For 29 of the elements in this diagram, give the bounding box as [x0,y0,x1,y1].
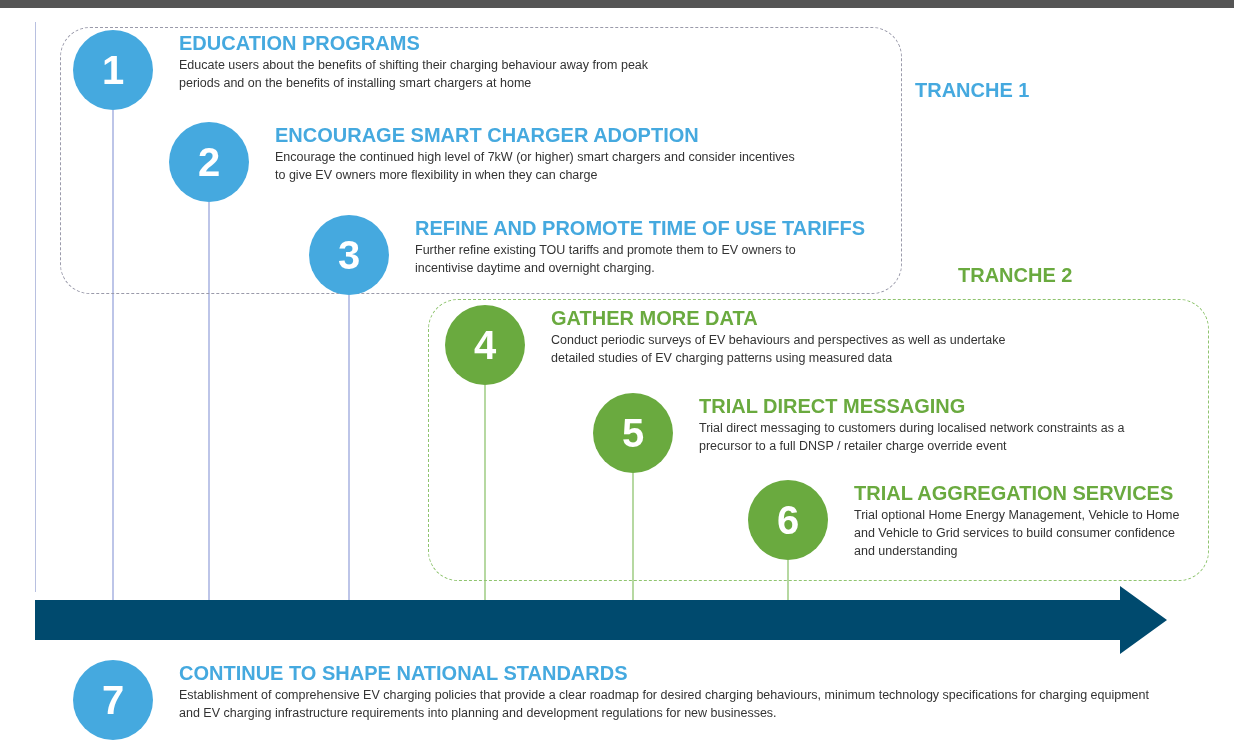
item-heading: CONTINUE TO SHAPE NATIONAL STANDARDS [179,662,628,685]
item-description: Establishment of comprehensive EV charging policies that provide a clear roadmap for desired charging behaviours, minimum technology specifications for charging equipment and EV charging infrastructure requirements into planning and development regulations for new businesses. [179,687,1150,722]
number-circle: 6 [748,480,828,560]
number-circle: 7 [73,660,153,740]
number-circle: 4 [445,305,525,385]
item-description: Conduct periodic surveys of EV behaviours and perspectives as well as undertake detailed studies of EV charging patterns using measured data [551,332,1007,367]
connector-line [208,201,210,601]
item-description: Trial optional Home Energy Management, Vehicle to Home and Vehicle to Grid services to build consumer confidence and understanding [854,507,1181,560]
item-heading: GATHER MORE DATA [551,307,758,330]
number-circle: 2 [169,122,249,202]
number-circle: 1 [73,30,153,110]
connector-line [787,559,789,601]
number-circle: 5 [593,393,673,473]
connector-line [632,472,634,601]
item-heading: TRIAL DIRECT MESSAGING [699,395,966,418]
item-heading: EDUCATION PROGRAMS [179,32,420,55]
item-heading: ENCOURAGE SMART CHARGER ADOPTION [275,124,699,147]
number-circle: 3 [309,215,389,295]
item-heading: TRIAL AGGREGATION SERVICES [854,482,1174,505]
connector-line [484,384,486,601]
group-title: TRANCHE 1 [915,79,1030,102]
group-title: TRANCHE 2 [958,264,1073,287]
item-description: Further refine existing TOU tariffs and promote them to EV owners to incentivise daytime and overnight charging. [415,242,797,277]
item-description: Encourage the continued high level of 7kW (or higher) smart chargers and consider incentives to give EV owners more flexibility in when they can charge [275,149,795,184]
connector-line [348,294,350,601]
item-description: Trial direct messaging to customers during localised network constraints as a precursor to a full DNSP / retailer charge override event [699,420,1126,455]
item-heading: REFINE AND PROMOTE TIME OF USE TARIFFS [415,217,865,240]
connector-line [112,109,114,601]
item-description: Educate users about the benefits of shifting their charging behaviour away from peak periods and on the benefits of installing smart chargers at home [179,57,649,92]
